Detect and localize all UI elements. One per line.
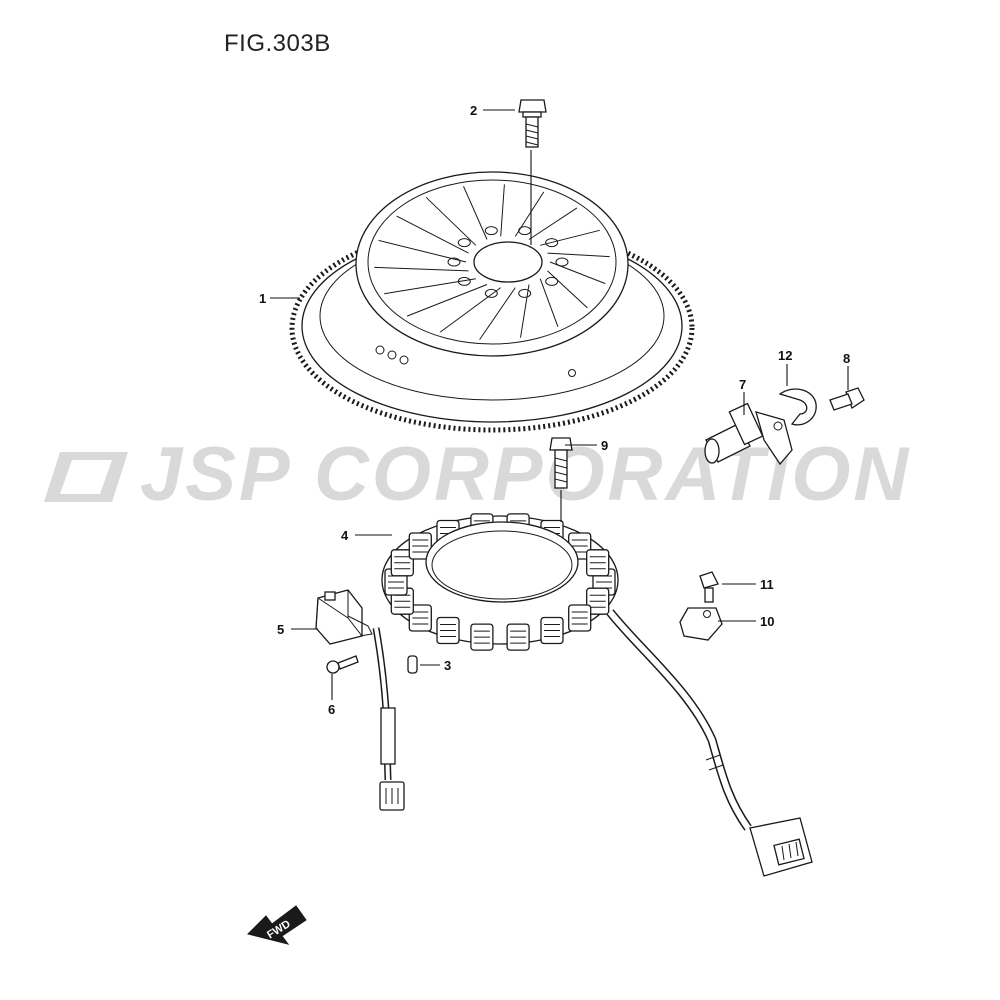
rotor-spoke (384, 278, 476, 295)
rotor-spoke (396, 215, 469, 254)
flywheel-rotor[interactable] (289, 171, 695, 433)
rotor-spoke (500, 184, 505, 237)
stator-winding (440, 624, 456, 637)
pulser-connector[interactable] (379, 781, 405, 811)
watermark-logo (44, 452, 128, 502)
rotor-spoke (547, 270, 588, 309)
hub-hole (555, 257, 569, 267)
hub-hole (484, 288, 498, 298)
hub-hole (545, 276, 559, 286)
stator-connector[interactable] (749, 817, 813, 877)
callout-labels: 2 1 9 4 5 3 6 7 12 8 11 10 (259, 103, 850, 717)
rotor-hub-holes (447, 226, 569, 298)
stator-winding (394, 556, 411, 570)
stator-winding (412, 611, 429, 625)
callout-3[interactable]: 3 (444, 658, 451, 673)
rotor-bolt[interactable] (518, 99, 547, 148)
hub-hole (447, 257, 461, 267)
clamp-bolt[interactable] (699, 571, 719, 603)
stator-winding (510, 630, 527, 644)
stator-coil[interactable] (381, 513, 813, 877)
callout-1[interactable]: 1 (259, 291, 266, 306)
rotor-spoke (540, 229, 600, 246)
stator-winding (412, 539, 429, 553)
figure-title: FIG.303B (224, 30, 331, 57)
stator-winding (571, 611, 588, 625)
hub-hole (484, 226, 498, 236)
stator-winding (589, 594, 606, 608)
callout-10[interactable]: 10 (760, 614, 774, 629)
rotor-spoke (520, 284, 530, 338)
callout-2[interactable]: 2 (470, 103, 477, 118)
speed-sensor[interactable] (704, 402, 793, 466)
rotor-spoke (539, 278, 559, 327)
stator-winding (589, 556, 606, 570)
rotor-spoke (463, 186, 488, 240)
sensor-clip[interactable] (778, 388, 817, 426)
callout-12[interactable]: 12 (778, 348, 792, 363)
callout-11[interactable]: 11 (760, 577, 774, 592)
rotor-spoke (528, 207, 578, 240)
hub-hole (457, 238, 471, 248)
callout-5[interactable]: 5 (277, 622, 284, 637)
callout-9[interactable]: 9 (601, 438, 608, 453)
rotor-spoke (514, 191, 545, 237)
forward-direction-arrow: FWD (247, 905, 307, 945)
rotor-spoke (374, 266, 469, 272)
callout-6[interactable]: 6 (328, 702, 335, 717)
hub-hole (457, 276, 471, 286)
harness-clamp[interactable] (679, 607, 723, 641)
dowel-pin[interactable] (407, 655, 418, 674)
watermark-text: JSP CORPORATION (140, 432, 911, 517)
pulser-screw[interactable] (326, 655, 359, 674)
callout-4[interactable]: 4 (341, 528, 349, 543)
rotor-spoke (425, 196, 477, 246)
stator-bolt[interactable] (549, 437, 573, 489)
leader-lines (270, 109, 849, 700)
rotor-spoke (547, 252, 610, 258)
callout-7[interactable]: 7 (739, 377, 746, 392)
rotor-rim-holes (375, 345, 576, 377)
rotor-spoke (406, 284, 488, 317)
hub-hole (545, 238, 559, 248)
pulser-coil[interactable] (315, 589, 405, 811)
rotor-spoke (439, 287, 501, 333)
rotor-spokes (374, 184, 610, 340)
hub-hole (518, 288, 532, 298)
rotor-spoke (479, 287, 516, 340)
stator-winding (473, 630, 490, 644)
callout-8[interactable]: 8 (843, 351, 850, 366)
sensor-bolt[interactable] (829, 387, 865, 411)
stator-winding (544, 624, 560, 637)
